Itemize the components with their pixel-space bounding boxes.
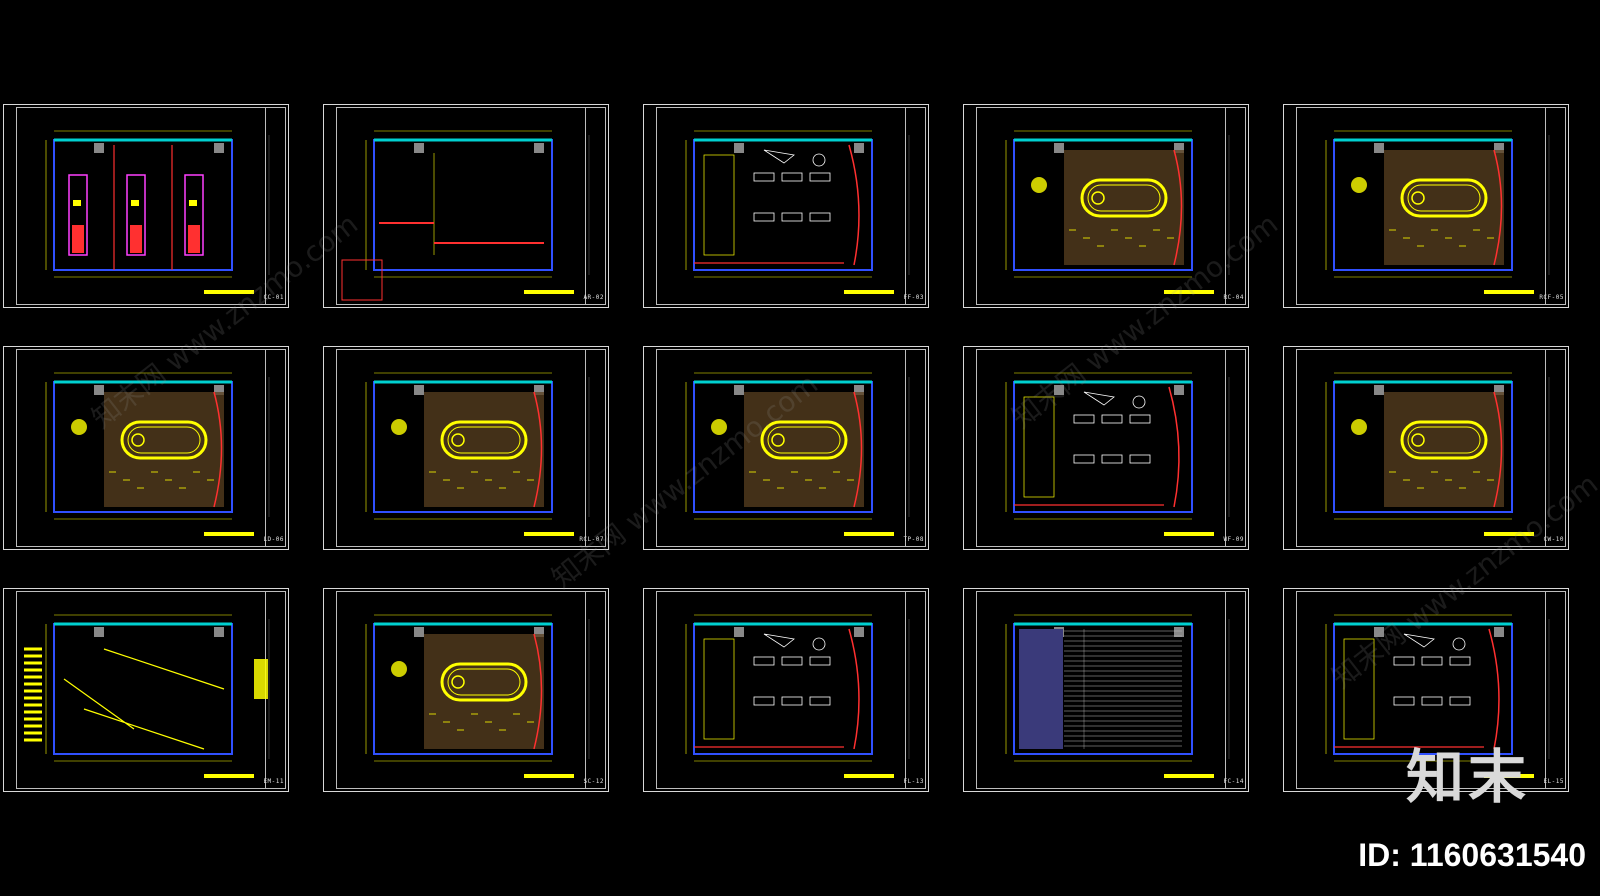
title-block-divider — [1225, 349, 1226, 547]
floor-plan-drawing — [341, 130, 590, 301]
drawing-sheet[interactable]: AR-02 — [323, 104, 609, 308]
sheet-border — [1296, 107, 1566, 305]
floor-plan-drawing — [45, 130, 270, 294]
sheet-code: RC-04 — [1223, 294, 1244, 301]
sheet-code: AR-02 — [583, 294, 604, 301]
floor-plan-drawing — [45, 372, 270, 536]
sheet-code: CW-10 — [1543, 536, 1564, 543]
sheet-code: EM-11 — [263, 778, 284, 785]
drawing-sheet[interactable]: EM-11 — [3, 588, 289, 792]
title-block-divider — [1545, 349, 1546, 547]
sheet-border — [16, 107, 286, 305]
title-block-divider — [585, 349, 586, 547]
floor-plan-drawing — [1325, 372, 1550, 536]
drawing-sheet[interactable]: LD-06 — [3, 346, 289, 550]
drawing-sheet[interactable]: RC-04 — [963, 104, 1249, 308]
sheet-code: CC-01 — [263, 294, 284, 301]
sheet-border — [16, 349, 286, 547]
sheet-border — [976, 107, 1246, 305]
sheet-border — [656, 591, 926, 789]
sheet-code: SC-12 — [583, 778, 604, 785]
sheet-border — [1296, 349, 1566, 547]
sheet-border — [336, 591, 606, 789]
sheet-code: FC-14 — [1223, 778, 1244, 785]
drawing-sheet[interactable]: FF-03 — [643, 104, 929, 308]
title-block-divider — [905, 349, 906, 547]
sheet-border — [1296, 591, 1566, 789]
drawing-sheet[interactable]: RCL-07 — [323, 346, 609, 550]
title-block-divider — [265, 107, 266, 305]
sheet-code: WF-09 — [1223, 536, 1244, 543]
sheet-border — [336, 349, 606, 547]
drawing-sheet[interactable]: TP-08 — [643, 346, 929, 550]
drawing-sheet[interactable]: WF-09 — [963, 346, 1249, 550]
floor-plan-drawing — [685, 614, 910, 778]
sheet-code: LD-06 — [263, 536, 284, 543]
title-block-divider — [1545, 107, 1546, 305]
drawing-sheet[interactable]: SC-12 — [323, 588, 609, 792]
asset-id-label: ID: 1160631540 — [1358, 837, 1586, 873]
sheet-border — [976, 591, 1246, 789]
title-block-divider — [1545, 591, 1546, 789]
drawing-sheet[interactable]: FL-13 — [643, 588, 929, 792]
sheet-border — [656, 107, 926, 305]
title-block-divider — [265, 349, 266, 547]
sheet-border — [656, 349, 926, 547]
sheet-code: TP-08 — [903, 536, 924, 543]
floor-plan-drawing — [365, 614, 590, 778]
sheet-border — [336, 107, 606, 305]
drawing-sheet[interactable]: CW-10 — [1283, 346, 1569, 550]
sheet-code: FF-03 — [903, 294, 924, 301]
brand-logo: 知末 — [1405, 743, 1530, 811]
floor-plan-drawing — [685, 372, 910, 536]
floor-plan-drawing — [1005, 614, 1230, 778]
drawing-sheet[interactable]: CC-01 — [3, 104, 289, 308]
sheet-code: RCF-05 — [1539, 294, 1564, 301]
sheet-code: EL-15 — [1543, 778, 1564, 785]
floor-plan-drawing — [365, 372, 590, 536]
sheet-code: FL-13 — [903, 778, 924, 785]
floor-plan-drawing — [24, 614, 270, 778]
sheet-code: RCL-07 — [579, 536, 604, 543]
floor-plan-drawing — [1325, 614, 1550, 778]
sheet-border — [16, 591, 286, 789]
title-block-divider — [905, 107, 906, 305]
title-block-divider — [1225, 591, 1226, 789]
sheet-border — [976, 349, 1246, 547]
drawing-sheet[interactable]: RCF-05 — [1283, 104, 1569, 308]
drawing-sheet[interactable]: EL-15 — [1283, 588, 1569, 792]
title-block-divider — [905, 591, 906, 789]
drawing-sheet[interactable]: FC-14 — [963, 588, 1249, 792]
floor-plan-drawing — [685, 130, 910, 294]
title-block-divider — [1225, 107, 1226, 305]
title-block-divider — [585, 107, 586, 305]
title-block-divider — [585, 591, 586, 789]
floor-plan-drawing — [1005, 372, 1230, 536]
floor-plan-drawing — [1325, 130, 1550, 294]
floor-plan-drawing — [1005, 130, 1230, 294]
